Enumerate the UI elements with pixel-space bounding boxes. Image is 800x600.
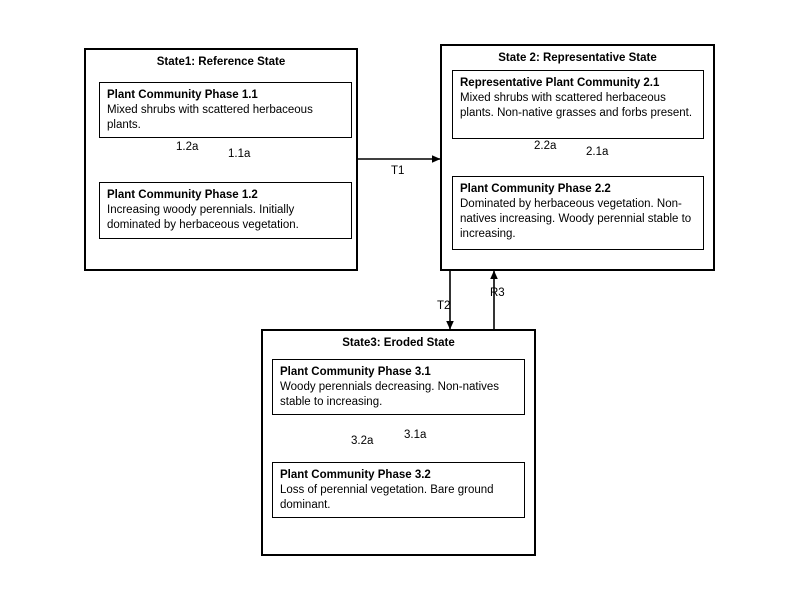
transition-label-t1: T1 [391, 165, 405, 177]
phase-text-3-2: Loss of perennial vegetation. Bare groun… [280, 484, 494, 511]
phase-title-2-1: Representative Plant Community 2.1 [460, 77, 660, 89]
phase-text-2-1: Mixed shrubs with scattered herbaceous p… [460, 92, 693, 119]
phase-text-1-1: Mixed shrubs with scattered herbaceous p… [107, 104, 313, 131]
edge-label-3-1a: 3.1a [404, 429, 427, 441]
edge-label-1-2a: 1.2a [176, 141, 199, 153]
state-title-state1: State1: Reference State [156, 56, 286, 68]
edge-label-2-1a: 2.1a [586, 146, 609, 158]
phase-box-2-1: Representative Plant Community 2.1 Mixed… [452, 70, 704, 139]
phase-box-2-2: Plant Community Phase 2.2 Dominated by h… [452, 176, 704, 250]
phase-title-3-1: Plant Community Phase 3.1 [280, 366, 431, 378]
phase-box-1-1: Plant Community Phase 1.1 Mixed shrubs w… [99, 82, 352, 138]
phase-text-1-2: Increasing woody perennials. Initially d… [107, 204, 299, 231]
phase-box-3-2: Plant Community Phase 3.2 Loss of perenn… [272, 462, 525, 518]
edge-label-3-2a: 3.2a [351, 435, 374, 447]
phase-title-3-2: Plant Community Phase 3.2 [280, 469, 431, 481]
edge-label-2-2a: 2.2a [534, 140, 557, 152]
phase-text-3-1: Woody perennials decreasing. Non-natives… [280, 381, 500, 408]
phase-title-1-2: Plant Community Phase 1.2 [107, 189, 258, 201]
phase-box-1-2: Plant Community Phase 1.2 Increasing woo… [99, 182, 352, 239]
phase-title-1-1: Plant Community Phase 1.1 [107, 89, 258, 101]
phase-title-2-2: Plant Community Phase 2.2 [460, 183, 611, 195]
phase-box-3-1: Plant Community Phase 3.1 Woody perennia… [272, 359, 525, 415]
transition-label-t2: T2 [437, 300, 451, 312]
phase-text-2-2: Dominated by herbaceous vegetation. Non-… [460, 198, 692, 240]
edge-label-1-1a: 1.1a [228, 148, 251, 160]
state-title-state3: State3: Eroded State [342, 337, 455, 349]
state-title-state2: State 2: Representative State [498, 52, 657, 64]
transition-label-r3: R3 [490, 287, 505, 299]
